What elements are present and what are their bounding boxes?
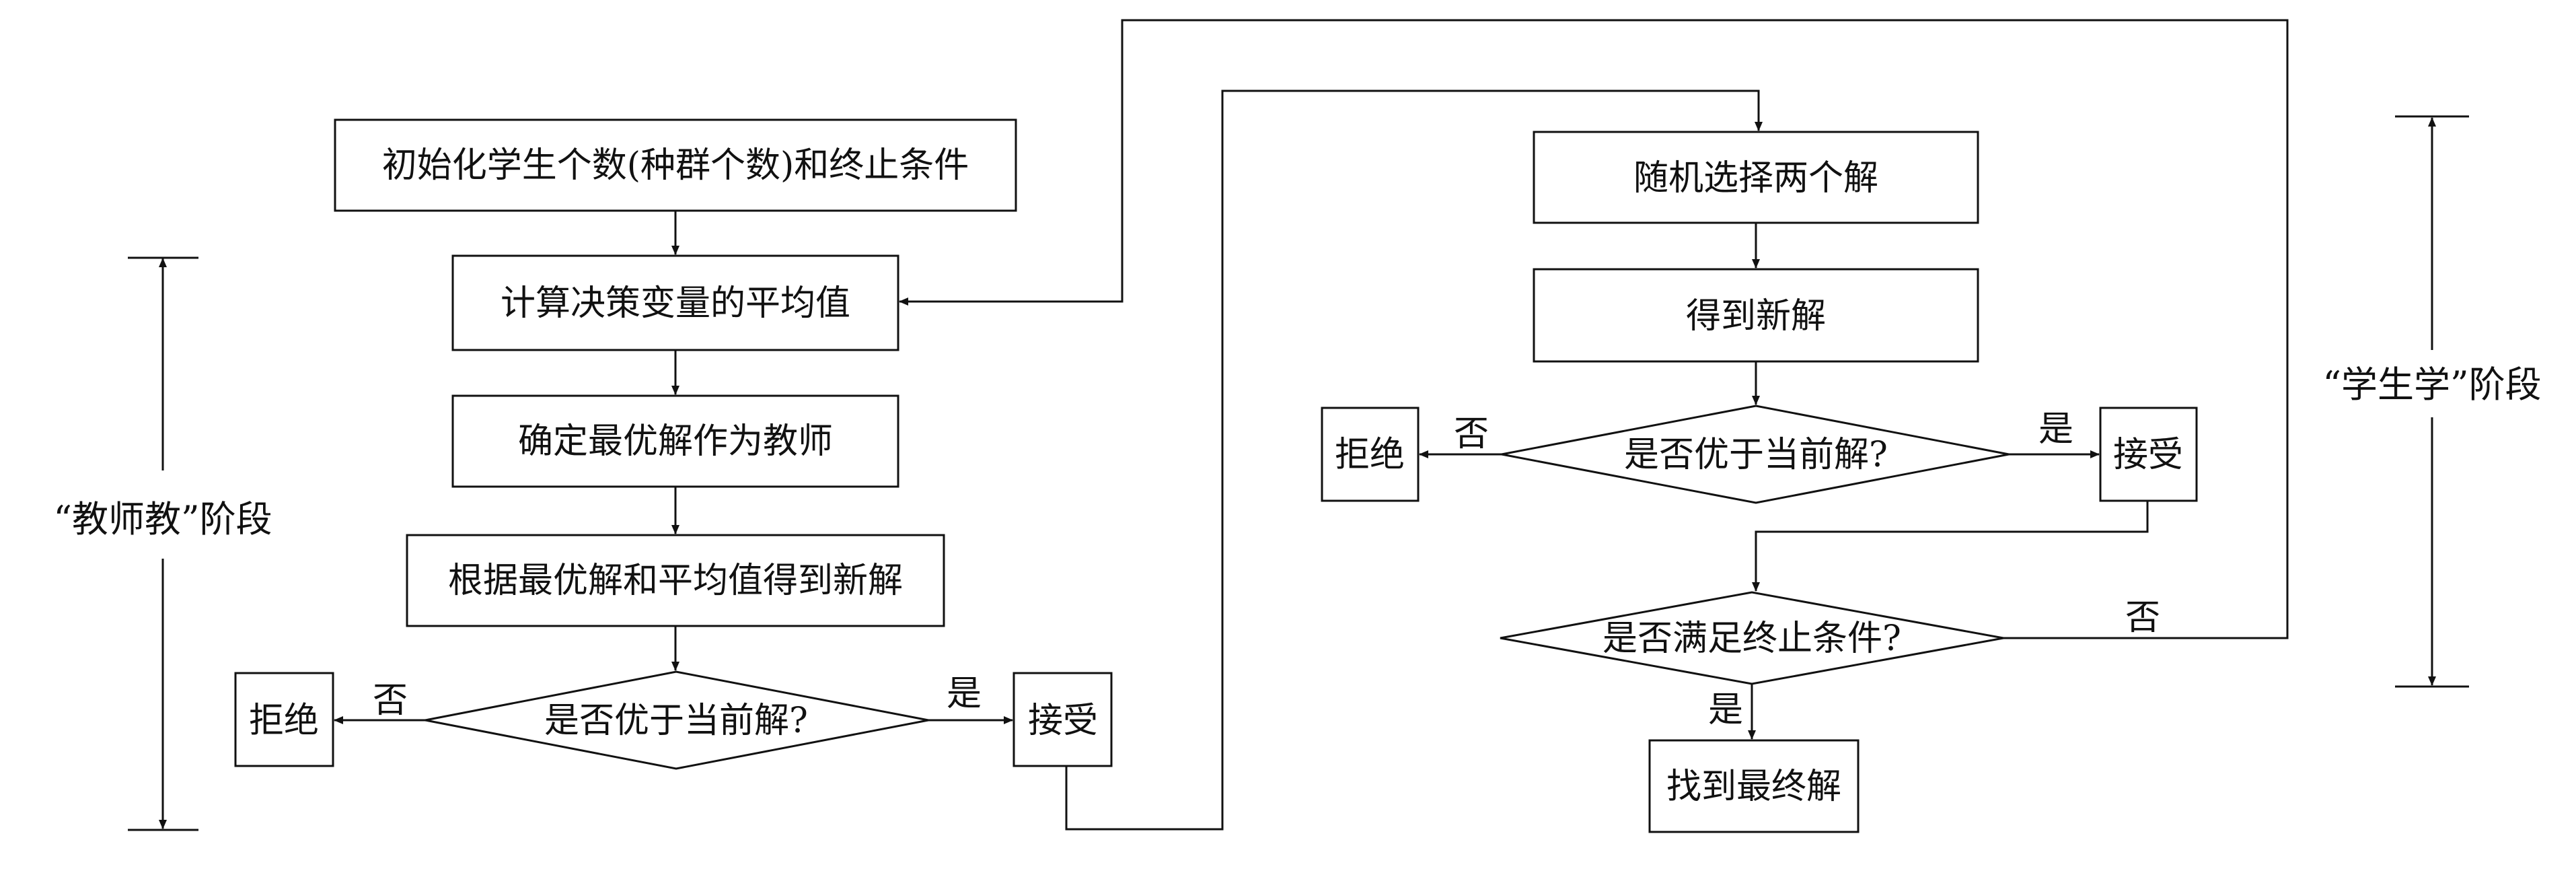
connector-loop-back: [899, 19, 2289, 639]
teacher-accept-text: 接受: [1028, 701, 1098, 741]
learner-phase-label: “学生学”阶段: [2322, 363, 2541, 406]
teacher-accept-box: [1013, 672, 1113, 767]
init-text: 初始化学生个数(种群个数)和终止条件: [382, 145, 969, 186]
learner-new-text: 得到新解: [1686, 296, 1826, 337]
best-text: 确定最优解作为教师: [518, 421, 833, 462]
teacher-yes-label: 是: [947, 674, 982, 714]
teacher-no-label: 否: [373, 680, 408, 721]
pick-two-text: 随机选择两个解: [1633, 158, 1878, 199]
connector-accept-to-termination: [1752, 501, 2149, 592]
learner-yes-label: 是: [2038, 409, 2073, 450]
termination-text: 是否满足终止条件?: [1603, 619, 1901, 659]
final-solution-box: [1648, 739, 1860, 833]
learner-reject-text: 拒绝: [1335, 435, 1405, 475]
connector-accept-to-learner: [1065, 90, 1763, 831]
learner-no-label: 否: [1454, 414, 1489, 454]
teacher-phase-bracket: [128, 256, 198, 831]
teacher-reject-box: [234, 672, 334, 767]
learner-compare-text: 是否优于当前解?: [1624, 435, 1888, 475]
learner-phase-bracket: [2395, 115, 2469, 688]
new-solution-text: 根据最优解和平均值得到新解: [448, 561, 903, 601]
termination-no-label: 否: [2125, 598, 2160, 638]
termination-yes-label: 是: [1708, 690, 1743, 730]
mean-text: 计算决策变量的平均值: [501, 283, 850, 324]
final-solution-text: 找到最终解: [1666, 767, 1841, 807]
teacher-reject-text: 拒绝: [249, 701, 319, 741]
learner-reject-box: [1321, 407, 1420, 502]
termination-diamond: [1500, 591, 2004, 685]
teacher-phase-label: “教师教”阶段: [53, 498, 272, 540]
learner-accept-text: 接受: [2113, 435, 2183, 475]
teacher-compare-text: 是否优于当前解?: [544, 701, 808, 741]
